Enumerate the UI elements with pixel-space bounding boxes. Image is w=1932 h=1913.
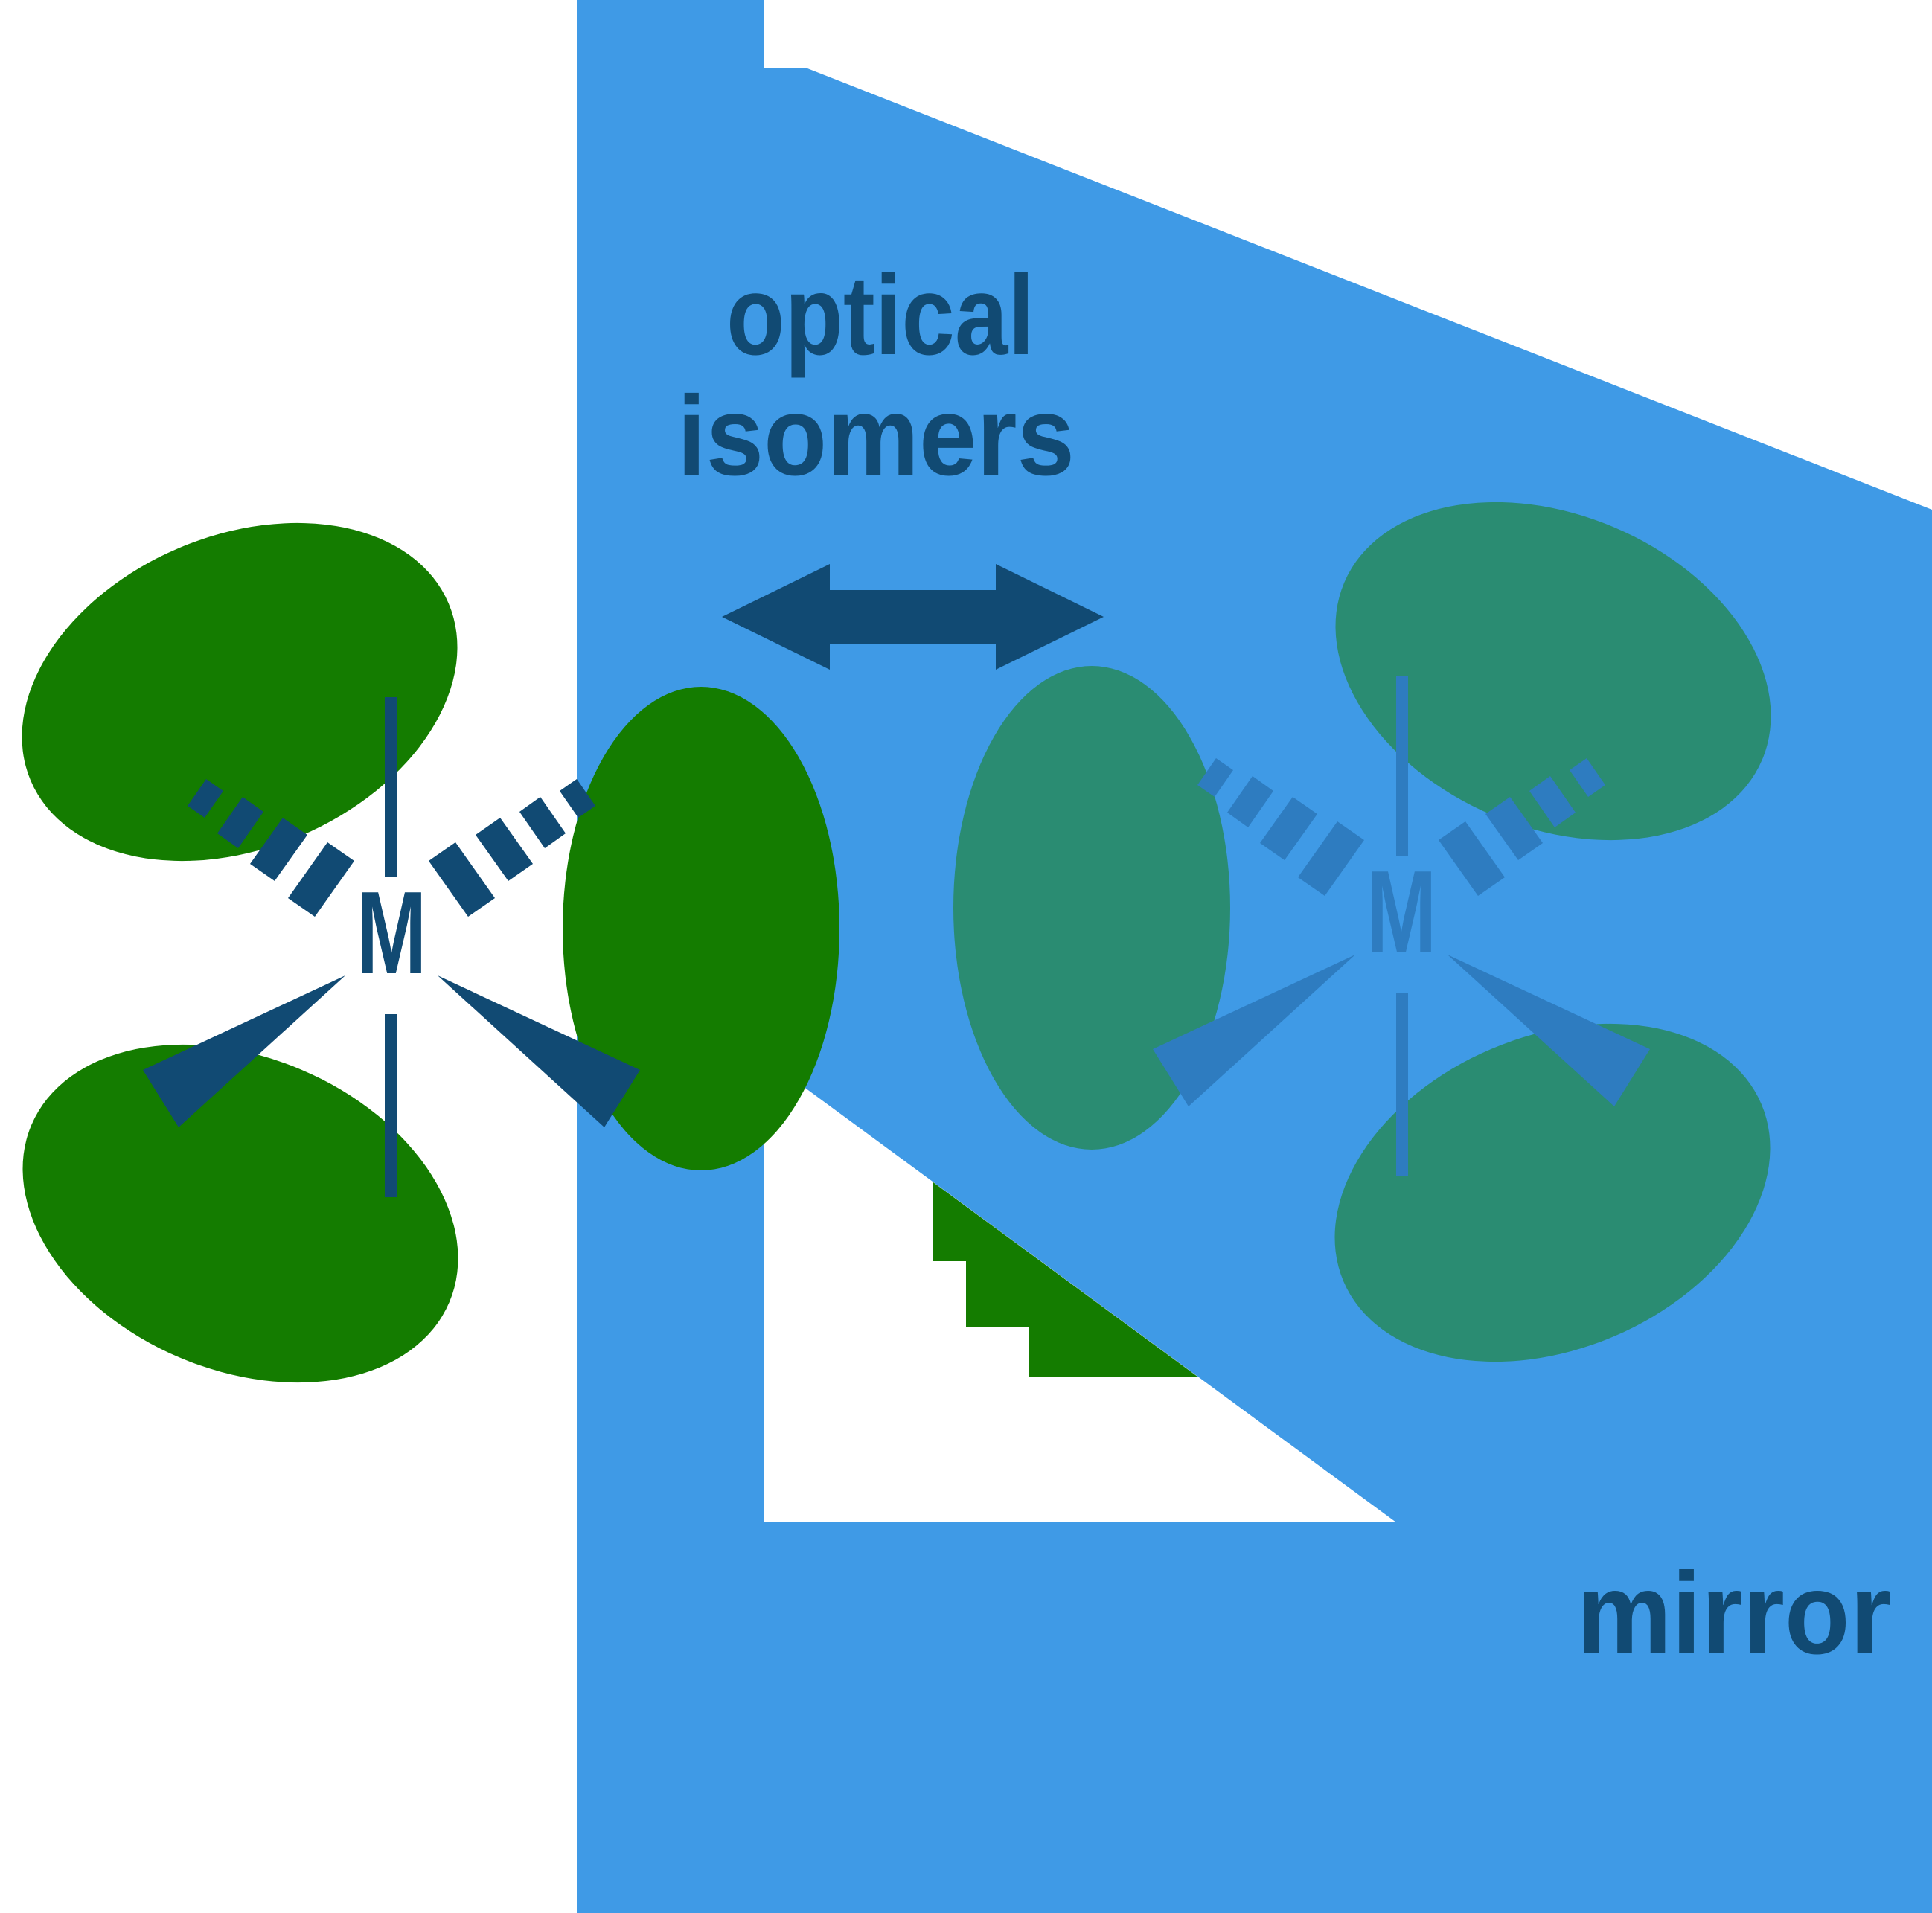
hash-mark (519, 797, 566, 848)
hash-mark (1227, 776, 1273, 827)
mirror-label: mirror (1577, 1549, 1892, 1679)
hash-mark (1529, 776, 1576, 827)
hash-mark (1197, 758, 1233, 797)
ligand-ellipse-side (563, 687, 839, 1170)
hash-mark (217, 797, 263, 848)
hash-mark (1439, 821, 1505, 896)
hash-mark (1260, 797, 1317, 860)
metal-center-label-reflection: M (1366, 847, 1437, 978)
hash-mark (1485, 797, 1543, 860)
hashed-bond-a (1439, 758, 1605, 896)
complex-right-reflection: M (953, 502, 1771, 1362)
plain-bond-lower (1396, 993, 1408, 1176)
plain-bond-upper (385, 697, 397, 877)
hash-mark (288, 842, 354, 917)
ligand-ellipse-side (953, 666, 1230, 1150)
wedge-bond-left (1448, 955, 1650, 1106)
hashed-bond-upper-left (188, 779, 354, 917)
hashed-bond-b (1197, 758, 1364, 896)
hash-mark (1298, 821, 1364, 896)
wedge-bond-lower-left (143, 975, 345, 1127)
wedge-bond-lower-right (438, 975, 640, 1127)
hash-mark (250, 818, 307, 881)
reflection-overflow-green-patch (933, 1182, 1197, 1377)
ligand-ellipse-bottom (1334, 1023, 1771, 1362)
mirror-face (764, 68, 1932, 1913)
ligand-ellipse-bottom (22, 1044, 458, 1383)
reflected-ligand-ellipses (953, 502, 1771, 1362)
hashed-bond-upper-right (429, 779, 595, 917)
caption-isomers: isomers (677, 373, 1075, 499)
plain-bond-upper (1396, 676, 1408, 856)
caption-optical: optical (726, 252, 1034, 379)
ligand-ellipse-top (22, 522, 458, 862)
hash-mark (1570, 758, 1605, 797)
ligand-ellipses (22, 522, 839, 1383)
hash-mark (429, 842, 495, 917)
ligand-ellipse-top (1335, 502, 1771, 841)
complex-left: M (22, 522, 839, 1383)
hash-mark (560, 779, 595, 818)
hash-mark (188, 779, 223, 818)
reflected-bonds: M (1153, 676, 1650, 1176)
hash-mark (476, 818, 533, 881)
metal-center-label: M (356, 868, 427, 999)
left-right-double-arrow-icon (722, 564, 1104, 670)
wedge-bond-right (1153, 955, 1355, 1106)
plain-bond-lower (385, 1014, 397, 1197)
bonds: M (143, 697, 640, 1197)
